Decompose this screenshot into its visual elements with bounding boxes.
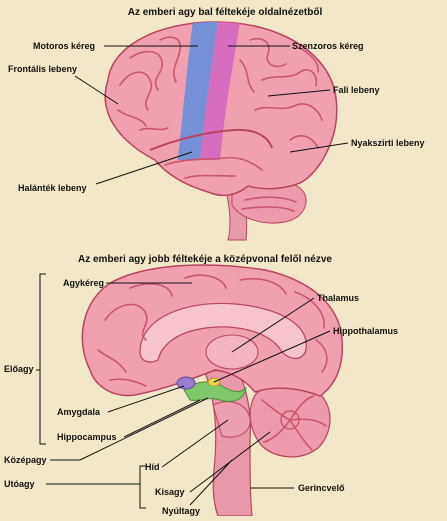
motor-cortex-strip — [178, 22, 218, 160]
corpus-callosum — [139, 302, 307, 363]
label-frontal-lobe: Frontális lebeny — [8, 64, 77, 74]
label-forebrain: Előagy — [4, 364, 34, 374]
label-spinal-cord: Gerincvelő — [298, 483, 345, 493]
hindbrain-bracket — [46, 465, 146, 509]
lateral-view-title: Az emberi agy bal féltekéje oldalnézetbő… — [128, 7, 323, 18]
label-hindbrain: Utóagy — [4, 479, 35, 489]
label-parietal-lobe: Fali lebeny — [333, 85, 380, 95]
label-midbrain: Középagy — [4, 455, 47, 465]
label-hypothalamus: Hippothalamus — [333, 326, 398, 336]
sensory-cortex-strip — [200, 22, 240, 160]
medial-gyri — [97, 274, 328, 387]
medial-cerebrum — [81, 264, 344, 397]
label-occipital-lobe: Nyakszirti lebeny — [351, 138, 425, 148]
lateral-gyri — [117, 36, 323, 179]
medial-view-title: Az emberi agy jobb féltekéje a középvona… — [78, 254, 332, 265]
medial-labels: Agykéreg Thalamus Hippothalamus Előagy A… — [4, 278, 398, 516]
label-medulla: Nyúltagy — [162, 506, 200, 516]
label-sensory-cortex: Szenzoros kéreg — [292, 41, 364, 51]
lateral-brain — [104, 21, 338, 241]
lateral-labels: Motoros kéreg Szenzoros kéreg Frontális … — [8, 41, 425, 193]
forebrain-bracket — [36, 273, 46, 445]
label-thalamus: Thalamus — [317, 293, 359, 303]
label-cerebellum: Kisagy — [155, 487, 185, 497]
medial-brain — [81, 264, 344, 517]
cerebellum-folds — [241, 196, 297, 212]
amygdala-shape — [176, 376, 196, 390]
cerebellum-arbor — [261, 395, 327, 451]
label-temporal-lobe: Halánték lebeny — [18, 183, 87, 193]
label-hippocampus: Hippocampus — [57, 432, 117, 442]
label-pons: Híd — [145, 462, 160, 472]
label-motor-cortex: Motoros kéreg — [33, 41, 95, 51]
label-cortex: Agykéreg — [63, 278, 104, 288]
label-amygdala: Amygdala — [57, 407, 101, 417]
